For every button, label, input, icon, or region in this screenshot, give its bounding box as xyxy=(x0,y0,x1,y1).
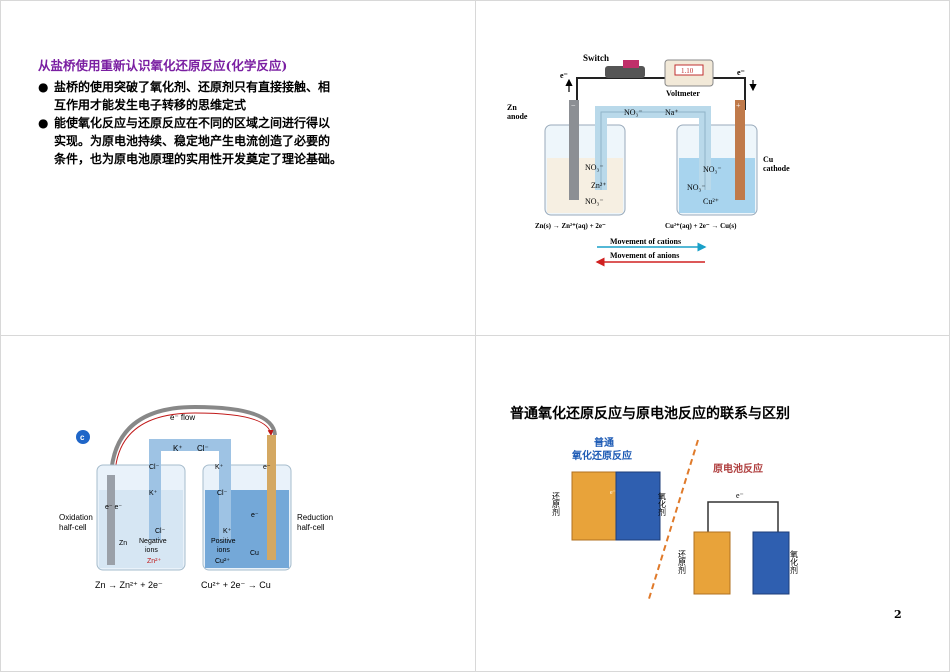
bullet2-line1: 能使氧化反应与还原反应在不同的区域之间进行得以 xyxy=(54,116,331,130)
k-pos: K⁺ xyxy=(223,528,232,535)
right-ion-no3-b: NO₃⁻ xyxy=(687,183,706,192)
slide4-comparison-diagram: 普通 氧化还原反应 还原剂 氧化剂 e⁻ 原电池反应 e⁻ 还原剂 氧化剂 xyxy=(548,432,808,611)
positive-label-1: Positive xyxy=(211,538,236,545)
anode-equation: Zn(s) → Zn²⁺(aq) + 2e⁻ xyxy=(535,222,606,230)
right-ion-no3-a: NO₃⁻ xyxy=(703,165,722,174)
electron-small: e⁻ xyxy=(610,490,616,496)
slide1-bullet-1: ● 盐桥的使用突破了氧化剂、还原剂只有直接接触、相 互作用才能发生电子转移的思维… xyxy=(38,78,458,114)
reducer-label-left: 还原剂 xyxy=(552,491,561,517)
slide3-half-cell-diagram: c e⁻ flow K⁺ Cl⁻ Cl⁻ K⁺ K⁺ Cl⁻ e⁻ e⁻ e⁻ … xyxy=(55,395,335,599)
bridge-na: Na⁺ xyxy=(665,108,679,117)
oxidizer-block xyxy=(615,471,661,541)
switch-label: Switch xyxy=(583,53,609,63)
ion-cl-left: Cl⁻ xyxy=(149,464,160,471)
cathode-sign: + xyxy=(736,101,741,110)
oxidizer-label-right: 氧化剂 xyxy=(790,549,799,575)
galvanic-wire xyxy=(707,501,779,532)
negative-label-2: ions xyxy=(145,547,158,554)
bullet-dot-icon: ● xyxy=(38,80,49,94)
bullet2-line3: 条件，也为原电池原理的实用性开发奠定了理论基础。 xyxy=(54,152,343,166)
external-wire xyxy=(576,77,746,110)
right-ion-cu2: Cu²⁺ xyxy=(703,197,719,206)
left-ion-no3-a: NO₃⁻ xyxy=(585,163,604,172)
reduction-equation: Cu²⁺ + 2e⁻ → Cu xyxy=(201,580,271,590)
bridge-k: K⁺ xyxy=(173,444,183,453)
oxidation-equation: Zn → Zn²⁺ + 2e⁻ xyxy=(95,580,163,590)
left-solution xyxy=(547,158,623,213)
zn-label: Zn xyxy=(507,103,517,112)
left-ion-no3-b: NO₃⁻ xyxy=(585,197,604,206)
reduction-label-1: Reduction xyxy=(297,513,333,522)
oxidizer-label-left: 氧化剂 xyxy=(658,491,667,517)
bullet1-line1: 盐桥的使用突破了氧化剂、还原剂只有直接接触、相 xyxy=(54,80,331,94)
positive-label-2: ions xyxy=(217,547,230,554)
oxidation-label-1: Oxidation xyxy=(59,513,93,522)
comparison-illustration: 普通 氧化还原反应 还原剂 氧化剂 e⁻ 原电池反应 e⁻ 还原剂 氧化剂 xyxy=(552,436,799,603)
cu-label: Cu xyxy=(250,550,259,557)
galvanic-label: 原电池反应 xyxy=(713,462,763,475)
left-ion-zn2: Zn²⁺ xyxy=(591,181,607,190)
slide1-text: 从盐桥使用重新认识氧化还原反应(化学反应) ● 盐桥的使用突破了氧化剂、还原剂只… xyxy=(38,55,458,168)
badge-label: c xyxy=(80,433,85,442)
switch-lever-icon xyxy=(623,60,639,68)
cl-neg: Cl⁻ xyxy=(155,528,166,535)
bullet-dot-icon: ● xyxy=(38,116,49,130)
voltmeter-label: Voltmeter xyxy=(666,89,700,98)
zn2-label: Zn²⁺ xyxy=(147,558,162,565)
voltmeter-display xyxy=(674,64,704,76)
galvanic-electron: e⁻ xyxy=(736,491,744,500)
slide2-cell-diagram: Switch 1.10 Voltmeter e⁻ e⁻ NO₃⁻ Na⁺ − +… xyxy=(505,50,805,274)
vertical-divider xyxy=(475,0,476,672)
slide1-heading: 从盐桥使用重新认识氧化还原反应(化学反应) xyxy=(38,58,288,73)
zn-label: Zn xyxy=(119,540,127,547)
cu2-label: Cu²⁺ xyxy=(215,558,230,565)
salt-bridge xyxy=(149,439,231,540)
e-right-top: e⁻ xyxy=(263,464,271,471)
zn-electrode xyxy=(569,100,579,200)
cu-label: Cu xyxy=(763,155,774,164)
e-pair: e⁻ e⁻ xyxy=(105,504,122,511)
ordinary-label-2: 氧化还原反应 xyxy=(571,449,632,462)
page-number: 2 xyxy=(894,608,902,621)
anode-label: anode xyxy=(507,112,528,121)
anode-sign: − xyxy=(571,101,576,110)
zn-electrode xyxy=(107,475,115,565)
ordinary-label-1: 普通 xyxy=(594,436,614,449)
bridge-no3: NO₃⁻ xyxy=(624,108,643,117)
cu-electrode xyxy=(735,100,745,200)
electron-left: e⁻ xyxy=(560,71,568,80)
galvanic-oxidizer-block xyxy=(752,531,790,595)
half-cell-illustration: c e⁻ flow K⁺ Cl⁻ Cl⁻ K⁺ K⁺ Cl⁻ e⁻ e⁻ e⁻ … xyxy=(59,404,333,590)
ion-k-right: K⁺ xyxy=(215,464,224,471)
galvanic-reducer-block xyxy=(693,531,731,595)
cathode-equation: Cu²⁺(aq) + 2e⁻ → Cu(s) xyxy=(665,222,737,230)
negative-label-1: Negative xyxy=(139,538,167,545)
reducer-label-right: 还原剂 xyxy=(678,549,687,575)
cathode-label: cathode xyxy=(763,164,790,173)
dashed-divider xyxy=(647,439,699,603)
badge-icon xyxy=(76,430,90,444)
switch-icon xyxy=(605,66,645,78)
wire-arc xyxy=(109,404,277,476)
reduction-solution xyxy=(205,490,289,568)
slide1-bullet-2: ● 能使氧化反应与还原反应在不同的区域之间进行得以 实现。为原电池持续、稳定地产… xyxy=(38,114,458,168)
cations-label: Movement of cations xyxy=(610,237,681,246)
ion-cl-right: Cl⁻ xyxy=(217,490,228,497)
bullet1-line2: 互作用才能发生电子转移的思维定式 xyxy=(54,98,247,112)
reduction-label-2: half-cell xyxy=(297,523,325,532)
cu-electrode xyxy=(267,435,276,560)
electron-right: e⁻ xyxy=(737,68,745,77)
slide4-title: 普通氧化还原反应与原电池反应的联系与区别 xyxy=(510,406,790,422)
anions-label: Movement of anions xyxy=(610,251,679,260)
oxidation-label-2: half-cell xyxy=(59,523,87,532)
voltmeter-value: 1.10 xyxy=(681,67,694,75)
horizontal-divider xyxy=(0,335,950,336)
reducer-block xyxy=(571,471,617,541)
eflow-label: e⁻ flow xyxy=(170,413,195,422)
bridge-cl: Cl⁻ xyxy=(197,444,209,453)
voltaic-cell-illustration: Switch 1.10 Voltmeter e⁻ e⁻ NO₃⁻ Na⁺ − +… xyxy=(507,53,790,267)
ion-k-left: K⁺ xyxy=(149,490,158,497)
bullet2-line2: 实现。为原电池持续、稳定地产生电流创造了必要的 xyxy=(54,134,331,148)
e-right-mid: e⁻ xyxy=(251,512,259,519)
